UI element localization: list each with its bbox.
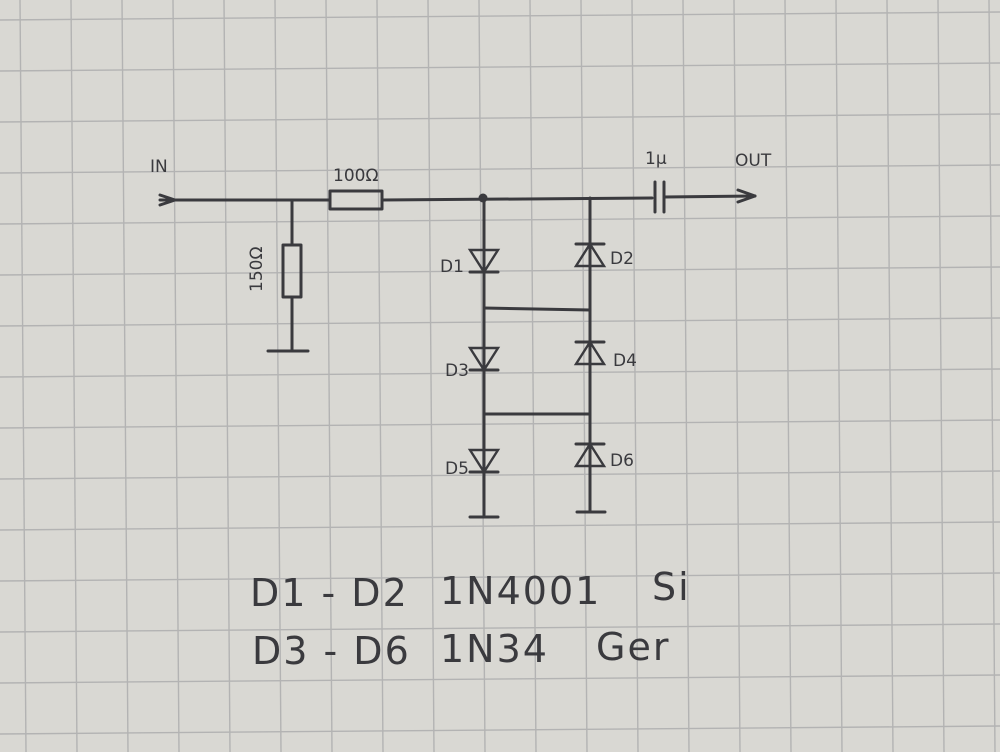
grid-line xyxy=(19,0,27,752)
bridge-wire-1 xyxy=(482,306,592,312)
grid-line xyxy=(0,725,1000,735)
d5-label: D5 xyxy=(445,459,469,479)
note-row-2: D3 - D6 1N34 Ger xyxy=(252,625,670,673)
note-1-material: Si xyxy=(652,565,691,609)
diode-d6: D6 xyxy=(573,441,634,471)
grid-line xyxy=(0,674,1000,684)
grid-line xyxy=(988,0,996,752)
d6-label: D6 xyxy=(610,451,634,471)
grid-line xyxy=(427,0,435,752)
note-1-part: 1N4001 xyxy=(440,569,601,613)
grid-line xyxy=(274,0,282,752)
output-terminal: OUT xyxy=(735,151,772,204)
note-1-range: D1 - D2 xyxy=(250,571,409,615)
grid-line xyxy=(0,419,1000,429)
grid-line xyxy=(0,572,1000,582)
note-row-1: D1 - D2 1N4001 Si xyxy=(250,565,691,615)
grid-line xyxy=(835,0,843,752)
diode-d3: D3 xyxy=(445,346,501,381)
grid-line xyxy=(937,0,945,752)
grid-line xyxy=(0,266,1000,276)
diode-d1: D1 xyxy=(440,248,501,277)
grid-line xyxy=(478,0,486,752)
d1-label: D1 xyxy=(440,257,464,277)
diode-d5: D5 xyxy=(445,448,501,479)
grid-line xyxy=(0,317,1000,327)
in-label: IN xyxy=(150,157,168,177)
grid-line xyxy=(0,164,1000,174)
r-series-label: 100Ω xyxy=(333,166,378,186)
grid-line xyxy=(376,0,384,752)
d2-label: D2 xyxy=(610,249,634,269)
grid-line xyxy=(886,0,894,752)
main-bus-wire xyxy=(380,196,654,202)
diode-d2: D2 xyxy=(573,241,634,269)
grid-line xyxy=(0,623,1000,633)
grid-line xyxy=(325,0,333,752)
grid-line xyxy=(0,113,1000,123)
d4-label: D4 xyxy=(613,351,637,371)
r-shunt-label: 150Ω xyxy=(247,247,267,292)
grid-line xyxy=(529,0,537,752)
note-2-material: Ger xyxy=(596,625,670,669)
grid-line xyxy=(0,215,1000,225)
grid-line xyxy=(223,0,231,752)
note-2-part: 1N34 xyxy=(440,627,549,671)
d3-label: D3 xyxy=(445,361,469,381)
grid-line xyxy=(0,521,1000,531)
note-2-range: D3 - D6 xyxy=(252,629,411,673)
diode-d4: D4 xyxy=(573,339,637,371)
output-wire xyxy=(662,194,757,199)
out-label: OUT xyxy=(735,151,772,171)
resistor-150: 150Ω xyxy=(247,198,310,353)
grid-line xyxy=(784,0,792,752)
grid-line xyxy=(0,368,1000,378)
grid-line xyxy=(0,11,1000,21)
capacitor-label: 1μ xyxy=(645,149,667,169)
grid-line xyxy=(0,62,1000,72)
grid-line xyxy=(0,470,1000,480)
